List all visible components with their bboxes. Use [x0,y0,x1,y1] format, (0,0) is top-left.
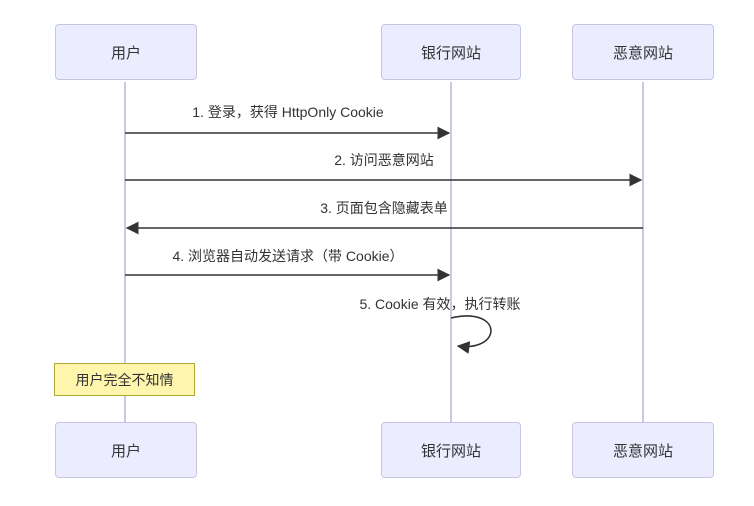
message-label-4: 4. 浏览器自动发送请求（带 Cookie） [172,248,404,264]
actor-label: 恶意网站 [612,44,673,62]
note-label: 用户完全不知情 [75,371,174,388]
self-message-arrow-5 [450,315,492,354]
message-label-1: 1. 登录，获得 HttpOnly Cookie [192,104,384,120]
actor-bottom-bank: 银行网站 [381,422,521,478]
message-label-2: 2. 访问恶意网站 [334,152,434,168]
actor-top-user: 用户 [55,24,197,80]
message-label-5: 5. Cookie 有效，执行转账 [359,296,521,312]
lifeline-user [124,82,126,422]
actor-label: 用户 [110,442,141,460]
actor-label: 银行网站 [420,442,481,460]
message-label-3: 3. 页面包含隐藏表单 [320,200,448,216]
lifeline-evil [642,82,644,422]
actor-label: 银行网站 [420,44,481,62]
actor-bottom-user: 用户 [55,422,197,478]
lifeline-bank [450,82,452,422]
actor-label: 恶意网站 [612,442,673,460]
actor-top-bank: 银行网站 [381,24,521,80]
note-user-unaware: 用户完全不知情 [54,363,195,396]
actor-top-evil: 恶意网站 [572,24,714,80]
actor-label: 用户 [110,44,141,62]
actor-bottom-evil: 恶意网站 [572,422,714,478]
